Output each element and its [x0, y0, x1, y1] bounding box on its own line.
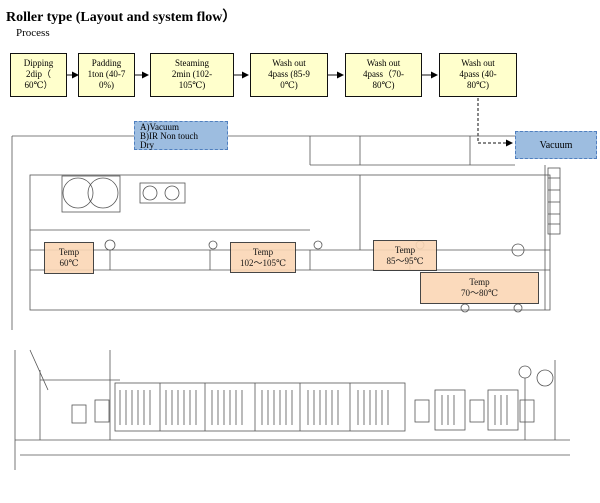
process-label: Process: [16, 27, 50, 39]
dry-option-vacuum: A)Vacuum: [140, 122, 179, 132]
temp-box-dipping: Temp 60℃: [44, 242, 94, 274]
page-title: Roller type (Layout and system flow）: [6, 10, 237, 25]
temp-box-wash-out-1: Temp 85～95℃: [373, 240, 437, 271]
process-step-wash-out-2: Wash out 4pass（70- 80℃): [345, 53, 422, 97]
temp-box-steaming: Temp 102～105℃: [230, 242, 296, 273]
dry-option-ir: B)IR Non touch: [140, 131, 198, 141]
dry-options-box: A)Vacuum B)IR Non touch Dry: [134, 121, 228, 150]
process-step-padding: Padding 1ton (40-7 0%): [78, 53, 135, 97]
process-step-steaming: Steaming 2min (102- 105℃): [150, 53, 234, 97]
process-step-wash-out-3: Wash out 4pass (40- 80℃): [439, 53, 517, 97]
dry-option-dry: Dry: [140, 140, 154, 150]
temp-box-wash-out-2: Temp 70～80℃: [420, 272, 539, 304]
vacuum-label: Vacuum: [539, 140, 573, 151]
process-step-dipping: Dipping 2dip（ 60℃）: [10, 53, 67, 97]
process-step-wash-out-1: Wash out 4pass (85-9 0℃): [250, 53, 328, 97]
vacuum-box: Vacuum: [515, 131, 597, 159]
